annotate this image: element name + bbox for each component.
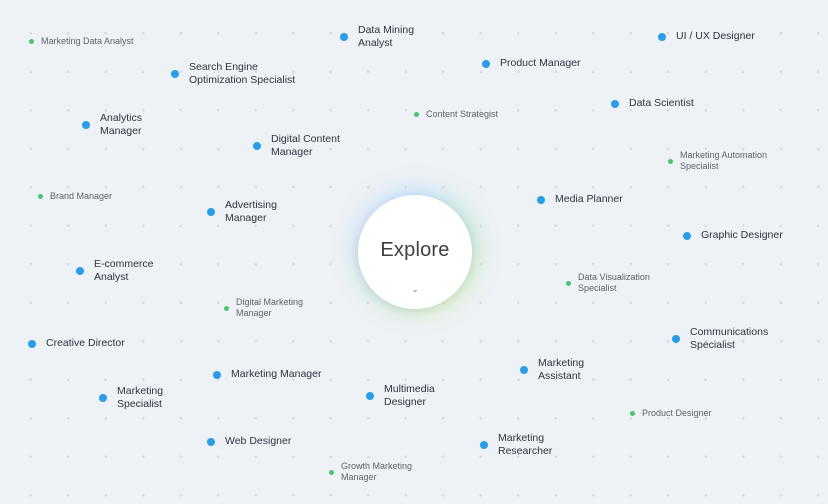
role-label: Marketing Automation Specialist <box>680 150 768 171</box>
role-label: Content Strategist <box>426 109 499 119</box>
role-dot-icon <box>253 142 261 150</box>
role-dot-icon <box>520 366 528 374</box>
role-dot-icon <box>28 339 36 348</box>
role-dot-icon <box>480 441 488 449</box>
role-marketing-manager[interactable]: Marketing Manager <box>213 368 321 381</box>
role-product-manager[interactable]: Product Manager <box>482 57 581 70</box>
role-graphic-designer[interactable]: Graphic Designer <box>683 229 783 242</box>
role-dot-icon <box>76 267 84 275</box>
role-dot-icon <box>213 370 221 379</box>
explore-button[interactable]: Explore ⌄ <box>358 195 472 309</box>
role-dot-icon <box>414 112 419 117</box>
role-label: Graphic Designer <box>701 229 783 241</box>
role-growth-marketing-manager[interactable]: Growth Marketing Manager <box>329 461 412 483</box>
role-label: Media Planner <box>555 193 623 205</box>
role-marketing-assistant[interactable]: Marketing Assistant <box>520 357 584 383</box>
role-dot-icon <box>366 392 374 400</box>
role-media-planner[interactable]: Media Planner <box>537 193 623 206</box>
role-label: Marketing Data Analyst <box>41 36 134 46</box>
role-dot-icon <box>683 231 691 240</box>
role-content-strategist[interactable]: Content Strategist <box>414 109 498 120</box>
role-dot-icon <box>630 411 635 416</box>
role-label: Advertising Manager <box>225 199 277 224</box>
role-dot-icon <box>171 70 179 78</box>
role-marketing-data-analyst[interactable]: Marketing Data Analyst <box>29 36 134 47</box>
role-dot-icon <box>566 280 571 286</box>
role-label: Analytics Manager <box>100 112 143 137</box>
role-label: Multimedia Designer <box>384 383 435 408</box>
role-label: Growth Marketing Manager <box>341 461 413 482</box>
role-communications-specialist[interactable]: Communications Specialist <box>672 326 768 352</box>
role-ui-ux-designer[interactable]: UI / UX Designer <box>658 30 755 43</box>
role-digital-content-manager[interactable]: Digital Content Manager <box>253 133 340 159</box>
role-label: Creative Director <box>46 337 125 349</box>
role-label: Marketing Manager <box>231 368 322 380</box>
role-label: Digital Content Manager <box>271 133 340 158</box>
chevron-down-icon[interactable]: ⌄ <box>411 284 419 294</box>
role-dot-icon <box>611 99 619 108</box>
role-creative-director[interactable]: Creative Director <box>28 337 125 350</box>
role-dot-icon <box>99 394 107 402</box>
role-dot-icon <box>224 305 229 311</box>
role-dot-icon <box>82 121 90 129</box>
explore-label: Explore <box>380 238 450 261</box>
role-label: Product Manager <box>500 57 581 69</box>
role-dot-icon <box>29 39 34 44</box>
role-label: Product Designer <box>642 408 712 418</box>
role-label: Data Visualization Specialist <box>578 272 650 293</box>
role-label: Data Scientist <box>629 97 694 109</box>
role-data-visualization-specialist[interactable]: Data Visualization Specialist <box>566 272 650 294</box>
role-label: Communications Specialist <box>690 326 769 351</box>
role-dot-icon <box>329 469 334 475</box>
role-label: Marketing Researcher <box>498 432 553 457</box>
role-product-designer[interactable]: Product Designer <box>630 408 712 419</box>
role-search-engine-optimization-specialist[interactable]: Search Engine Optimization Specialist <box>171 61 295 87</box>
role-label: Data Mining Analyst <box>358 24 415 49</box>
role-label: E-commerce Analyst <box>94 258 154 283</box>
role-brand-manager[interactable]: Brand Manager <box>38 191 112 202</box>
role-dot-icon <box>207 437 215 446</box>
role-dot-icon <box>668 158 673 164</box>
role-marketing-researcher[interactable]: Marketing Researcher <box>480 432 552 458</box>
role-dot-icon <box>672 335 680 343</box>
role-label: Search Engine Optimization Specialist <box>189 61 296 86</box>
role-label: Digital Marketing Manager <box>236 297 304 318</box>
role-data-mining-analyst[interactable]: Data Mining Analyst <box>340 24 414 50</box>
role-label: Brand Manager <box>50 191 113 201</box>
role-multimedia-designer[interactable]: Multimedia Designer <box>366 383 435 409</box>
role-dot-icon <box>207 208 215 216</box>
role-e-commerce-analyst[interactable]: E-commerce Analyst <box>76 258 154 284</box>
role-dot-icon <box>658 32 666 41</box>
role-dot-icon <box>537 195 545 204</box>
role-digital-marketing-manager[interactable]: Digital Marketing Manager <box>224 297 303 319</box>
role-label: Marketing Assistant <box>538 357 585 382</box>
role-marketing-automation-specialist[interactable]: Marketing Automation Specialist <box>668 150 767 172</box>
role-marketing-specialist[interactable]: Marketing Specialist <box>99 385 163 411</box>
role-analytics-manager[interactable]: Analytics Manager <box>82 112 142 138</box>
role-label: Marketing Specialist <box>117 385 164 410</box>
role-dot-icon <box>340 33 348 41</box>
role-web-designer[interactable]: Web Designer <box>207 435 291 448</box>
role-dot-icon <box>38 194 43 199</box>
role-label: UI / UX Designer <box>676 30 755 42</box>
role-data-scientist[interactable]: Data Scientist <box>611 97 694 110</box>
role-label: Web Designer <box>225 435 292 447</box>
role-advertising-manager[interactable]: Advertising Manager <box>207 199 277 225</box>
role-dot-icon <box>482 59 490 68</box>
